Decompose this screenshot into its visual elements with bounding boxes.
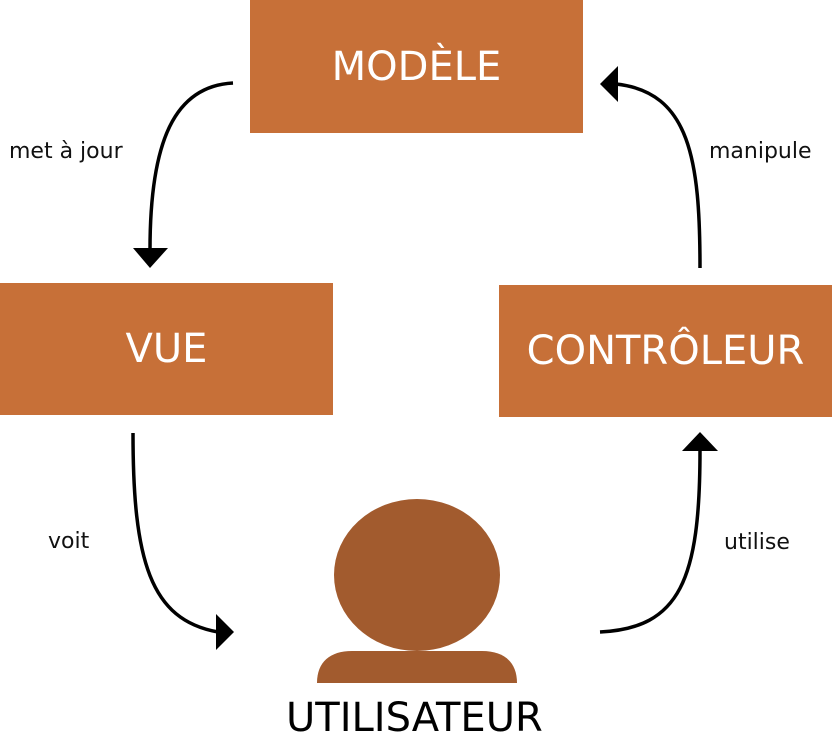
arrowhead-utilisateur xyxy=(216,614,234,650)
modele-box: MODÈLE xyxy=(250,0,583,133)
vue-label: VUE xyxy=(125,326,208,372)
person-body xyxy=(317,651,517,683)
controleur-label: CONTRÔLEUR xyxy=(526,328,805,374)
arrowhead-modele xyxy=(600,66,618,102)
person-head xyxy=(334,499,500,651)
person-icon xyxy=(317,499,517,683)
arrow-modele-to-vue xyxy=(148,81,234,251)
vue-box: VUE xyxy=(0,283,333,415)
edge-label-utilise: utilise xyxy=(724,530,790,555)
controleur-box: CONTRÔLEUR xyxy=(499,285,832,417)
edge-label-voit: voit xyxy=(48,529,90,554)
edge-label-met-a-jour: met à jour xyxy=(9,139,123,164)
modele-label: MODÈLE xyxy=(331,43,502,90)
utilisateur-label: UTILISATEUR xyxy=(286,695,543,741)
arrowhead-vue xyxy=(133,248,168,268)
arrow-vue-to-utilisateur xyxy=(131,432,219,634)
edge-label-manipule: manipule xyxy=(709,139,812,164)
arrowhead-controleur xyxy=(682,432,718,451)
arrow-controleur-to-modele xyxy=(615,82,702,269)
arrow-utilisateur-to-controleur xyxy=(599,449,702,634)
